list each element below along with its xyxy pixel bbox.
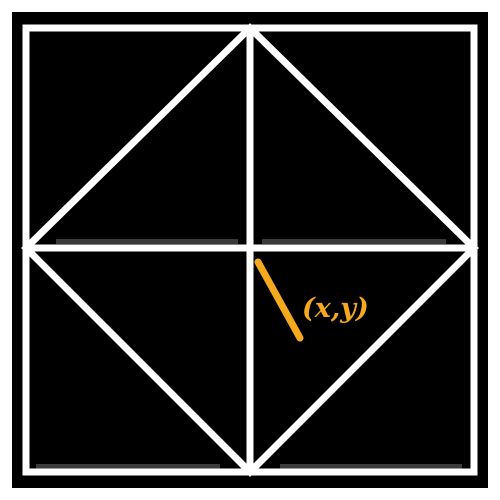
shade-bar-top-left: [56, 239, 238, 244]
shade-bar-top-right: [262, 239, 446, 244]
highlight-segment: [254, 258, 304, 342]
inscribed-diamond: [21, 23, 479, 477]
shade-bar-bottom-right: [280, 464, 462, 469]
shade-bar-bottom-left: [36, 464, 220, 469]
coordinate-label: (x,y): [302, 293, 369, 324]
